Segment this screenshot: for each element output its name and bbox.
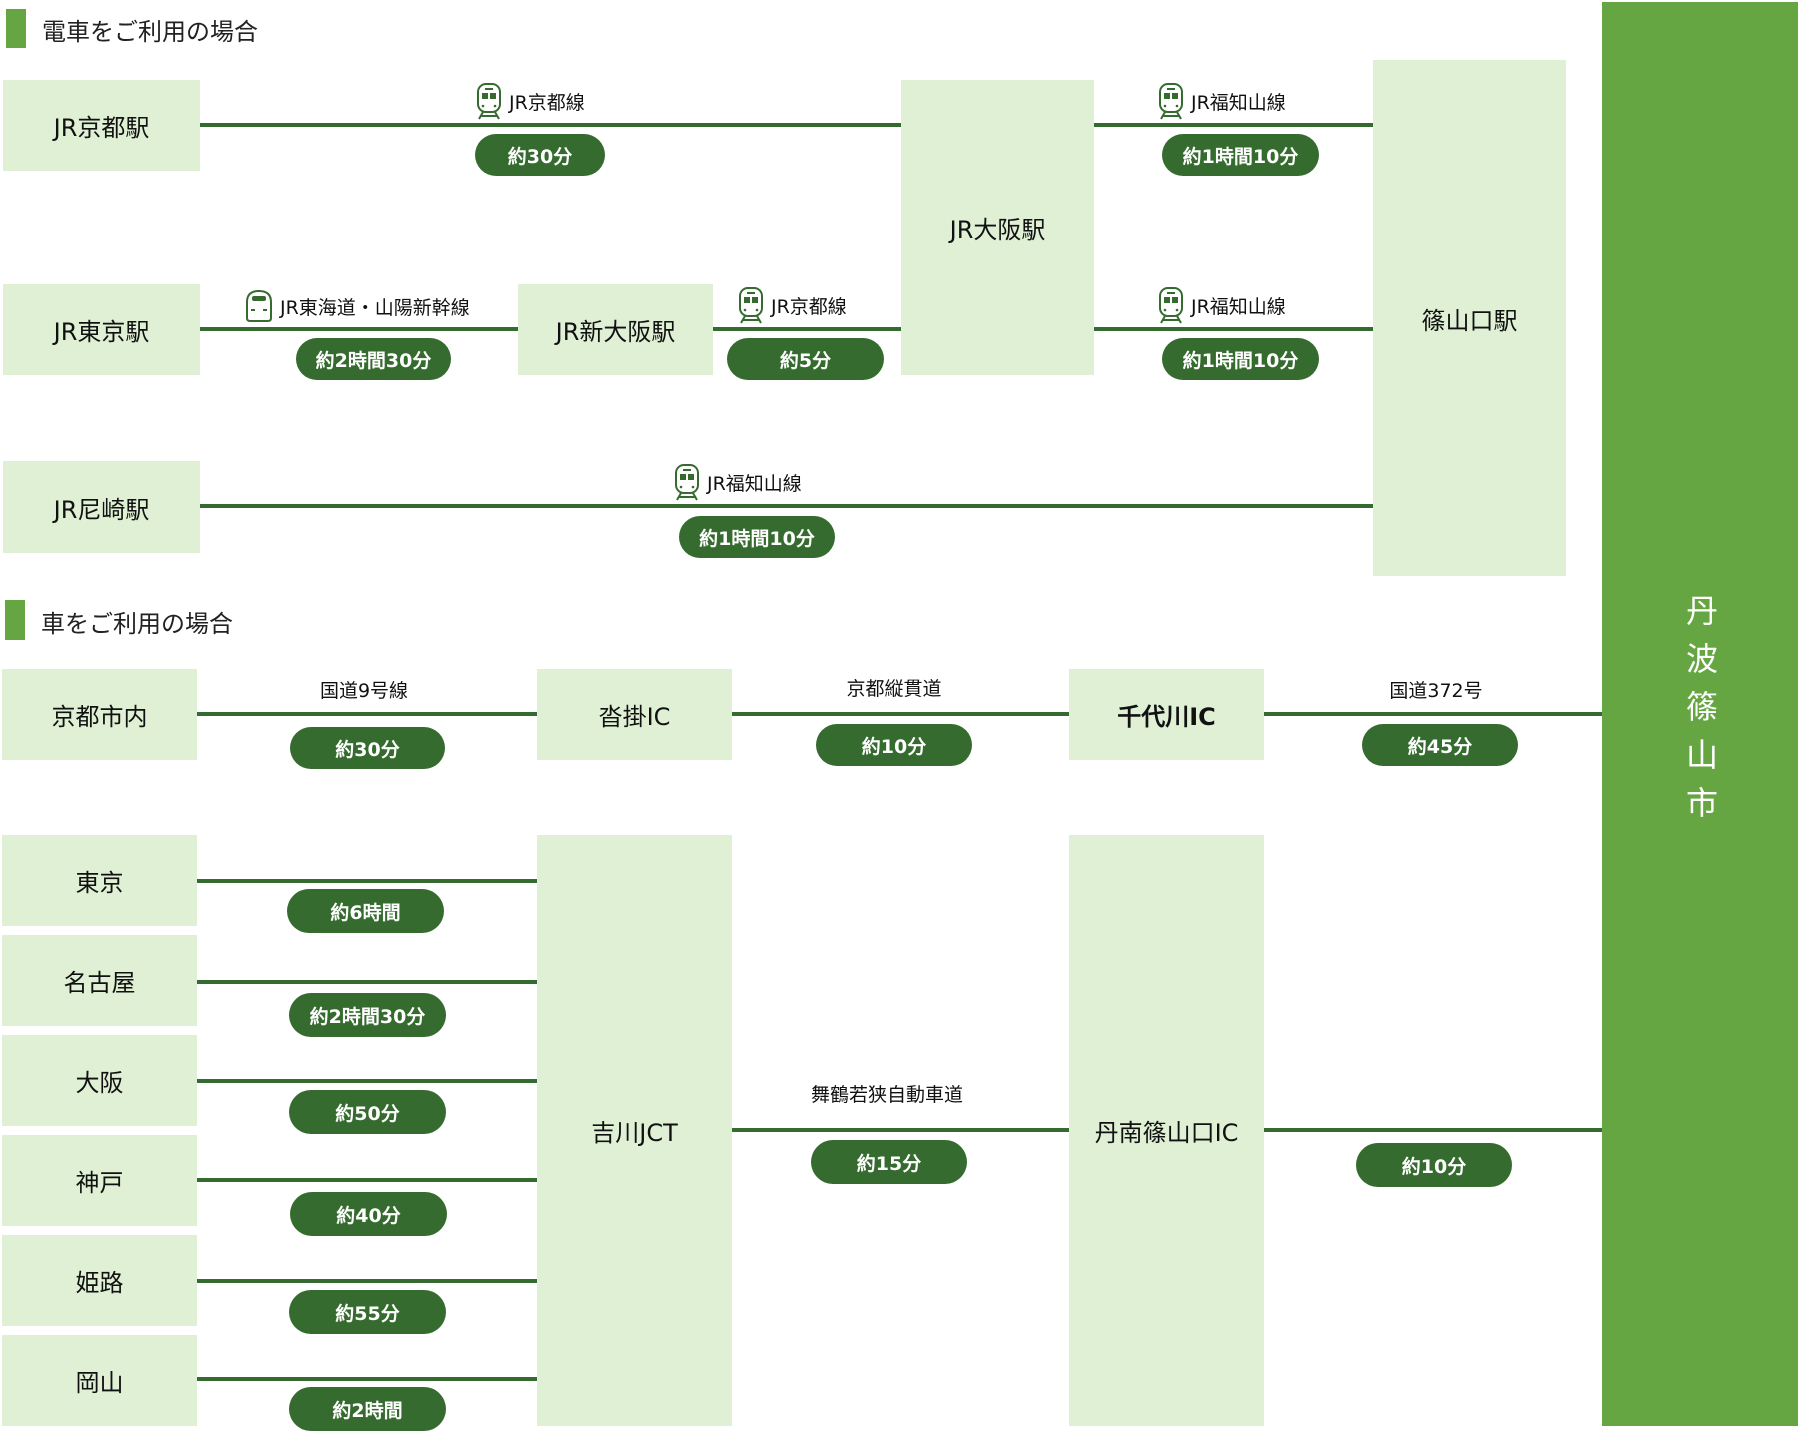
duration-pill: 約2時間 bbox=[289, 1387, 446, 1431]
origin-himeji: 姫路 bbox=[2, 1235, 197, 1326]
duration-pill: 約30分 bbox=[290, 727, 445, 769]
route-line bbox=[1094, 123, 1373, 127]
route-label: JR京都線 bbox=[475, 82, 585, 120]
line-name: JR東海道・山陽新幹線 bbox=[280, 296, 470, 319]
road-line bbox=[197, 980, 537, 984]
route-line bbox=[200, 504, 1373, 508]
road-name: 京都縦貫道 bbox=[846, 678, 942, 700]
station-jr-amagasaki: JR尼崎駅 bbox=[3, 461, 200, 553]
route-line bbox=[713, 327, 901, 331]
section-marker bbox=[5, 600, 25, 640]
train-icon bbox=[675, 464, 699, 501]
destination-label: 丹波篠山市 bbox=[1681, 594, 1719, 834]
node-kutsukake-ic: 沓掛IC bbox=[537, 669, 732, 760]
road-line bbox=[197, 1279, 537, 1283]
section-marker bbox=[6, 9, 26, 48]
train-section-title: 電車をご利用の場合 bbox=[42, 18, 258, 46]
road-line bbox=[197, 1178, 537, 1182]
station-sasayamaguchi: 篠山口駅 bbox=[1373, 60, 1566, 576]
route-line bbox=[1094, 327, 1373, 331]
route-label: JR福知山線 bbox=[1157, 286, 1286, 324]
route-line bbox=[200, 327, 518, 331]
duration-pill: 約10分 bbox=[1356, 1143, 1512, 1187]
line-name: JR福知山線 bbox=[707, 472, 802, 495]
route-label: JR福知山線 bbox=[1157, 82, 1286, 120]
station-jr-kyoto: JR京都駅 bbox=[3, 80, 200, 171]
road-line bbox=[1264, 712, 1602, 716]
car-section-title: 車をご利用の場合 bbox=[41, 610, 233, 638]
line-name: JR京都線 bbox=[509, 91, 585, 114]
duration-pill: 約1時間10分 bbox=[679, 516, 835, 558]
duration-pill: 約30分 bbox=[475, 134, 605, 176]
road-line bbox=[197, 879, 537, 883]
road-name: 国道372号 bbox=[1389, 680, 1483, 702]
shinkansen-icon bbox=[246, 289, 272, 322]
road-line bbox=[197, 1377, 537, 1381]
node-tannan-sasayamaguchi-ic: 丹南篠山口IC bbox=[1069, 835, 1264, 1426]
train-icon bbox=[1159, 83, 1183, 120]
duration-pill: 約2時間30分 bbox=[296, 338, 451, 380]
origin-osaka: 大阪 bbox=[2, 1035, 197, 1126]
route-label: JR東海道・山陽新幹線 bbox=[244, 288, 470, 324]
destination-panel: 丹波篠山市 bbox=[1602, 2, 1798, 1426]
node-yokawa-jct: 吉川JCT bbox=[537, 835, 732, 1426]
origin-nagoya: 名古屋 bbox=[2, 935, 197, 1026]
duration-pill: 約55分 bbox=[289, 1290, 446, 1334]
line-name: JR福知山線 bbox=[1191, 91, 1286, 114]
duration-pill: 約1時間10分 bbox=[1162, 338, 1319, 380]
duration-pill: 約1時間10分 bbox=[1162, 134, 1319, 176]
duration-pill: 約6時間 bbox=[287, 889, 444, 933]
route-label: JR福知山線 bbox=[673, 463, 802, 501]
route-label: JR京都線 bbox=[737, 286, 847, 324]
road-name: 舞鶴若狭自動車道 bbox=[810, 1084, 964, 1106]
road-line bbox=[732, 712, 1069, 716]
origin-kobe: 神戸 bbox=[2, 1135, 197, 1226]
route-line bbox=[200, 123, 901, 127]
node-chiyokawa-ic: 千代川IC bbox=[1069, 669, 1264, 760]
duration-pill: 約15分 bbox=[811, 1140, 967, 1184]
train-icon bbox=[1159, 287, 1183, 324]
road-line bbox=[197, 712, 537, 716]
duration-pill: 約5分 bbox=[727, 338, 884, 380]
duration-pill: 約10分 bbox=[816, 724, 972, 766]
station-jr-shinosaka: JR新大阪駅 bbox=[518, 284, 713, 375]
duration-pill: 約40分 bbox=[290, 1192, 447, 1236]
road-line bbox=[732, 1128, 1069, 1132]
duration-pill: 約45分 bbox=[1362, 724, 1518, 766]
node-kyoto-city: 京都市内 bbox=[2, 669, 197, 760]
train-icon bbox=[739, 287, 763, 324]
train-icon bbox=[477, 83, 501, 120]
road-name: 国道9号線 bbox=[319, 680, 409, 702]
line-name: JR京都線 bbox=[771, 295, 847, 318]
road-line bbox=[197, 1079, 537, 1083]
line-name: JR福知山線 bbox=[1191, 295, 1286, 318]
origin-tokyo: 東京 bbox=[2, 835, 197, 926]
station-jr-osaka: JR大阪駅 bbox=[901, 80, 1094, 375]
station-jr-tokyo: JR東京駅 bbox=[3, 284, 200, 375]
duration-pill: 約50分 bbox=[289, 1090, 446, 1134]
origin-okayama: 岡山 bbox=[2, 1335, 197, 1426]
road-line bbox=[1264, 1128, 1602, 1132]
duration-pill: 約2時間30分 bbox=[289, 993, 446, 1037]
